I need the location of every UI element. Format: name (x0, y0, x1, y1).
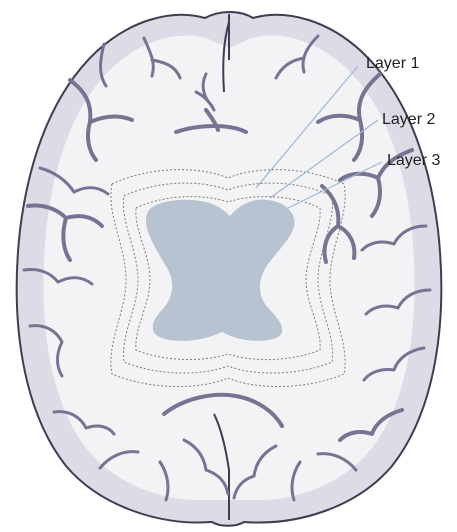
layer-2-label: Layer 2 (382, 111, 435, 128)
layer-3-label: Layer 3 (387, 152, 440, 169)
layer-1-label: Layer 1 (366, 55, 419, 72)
